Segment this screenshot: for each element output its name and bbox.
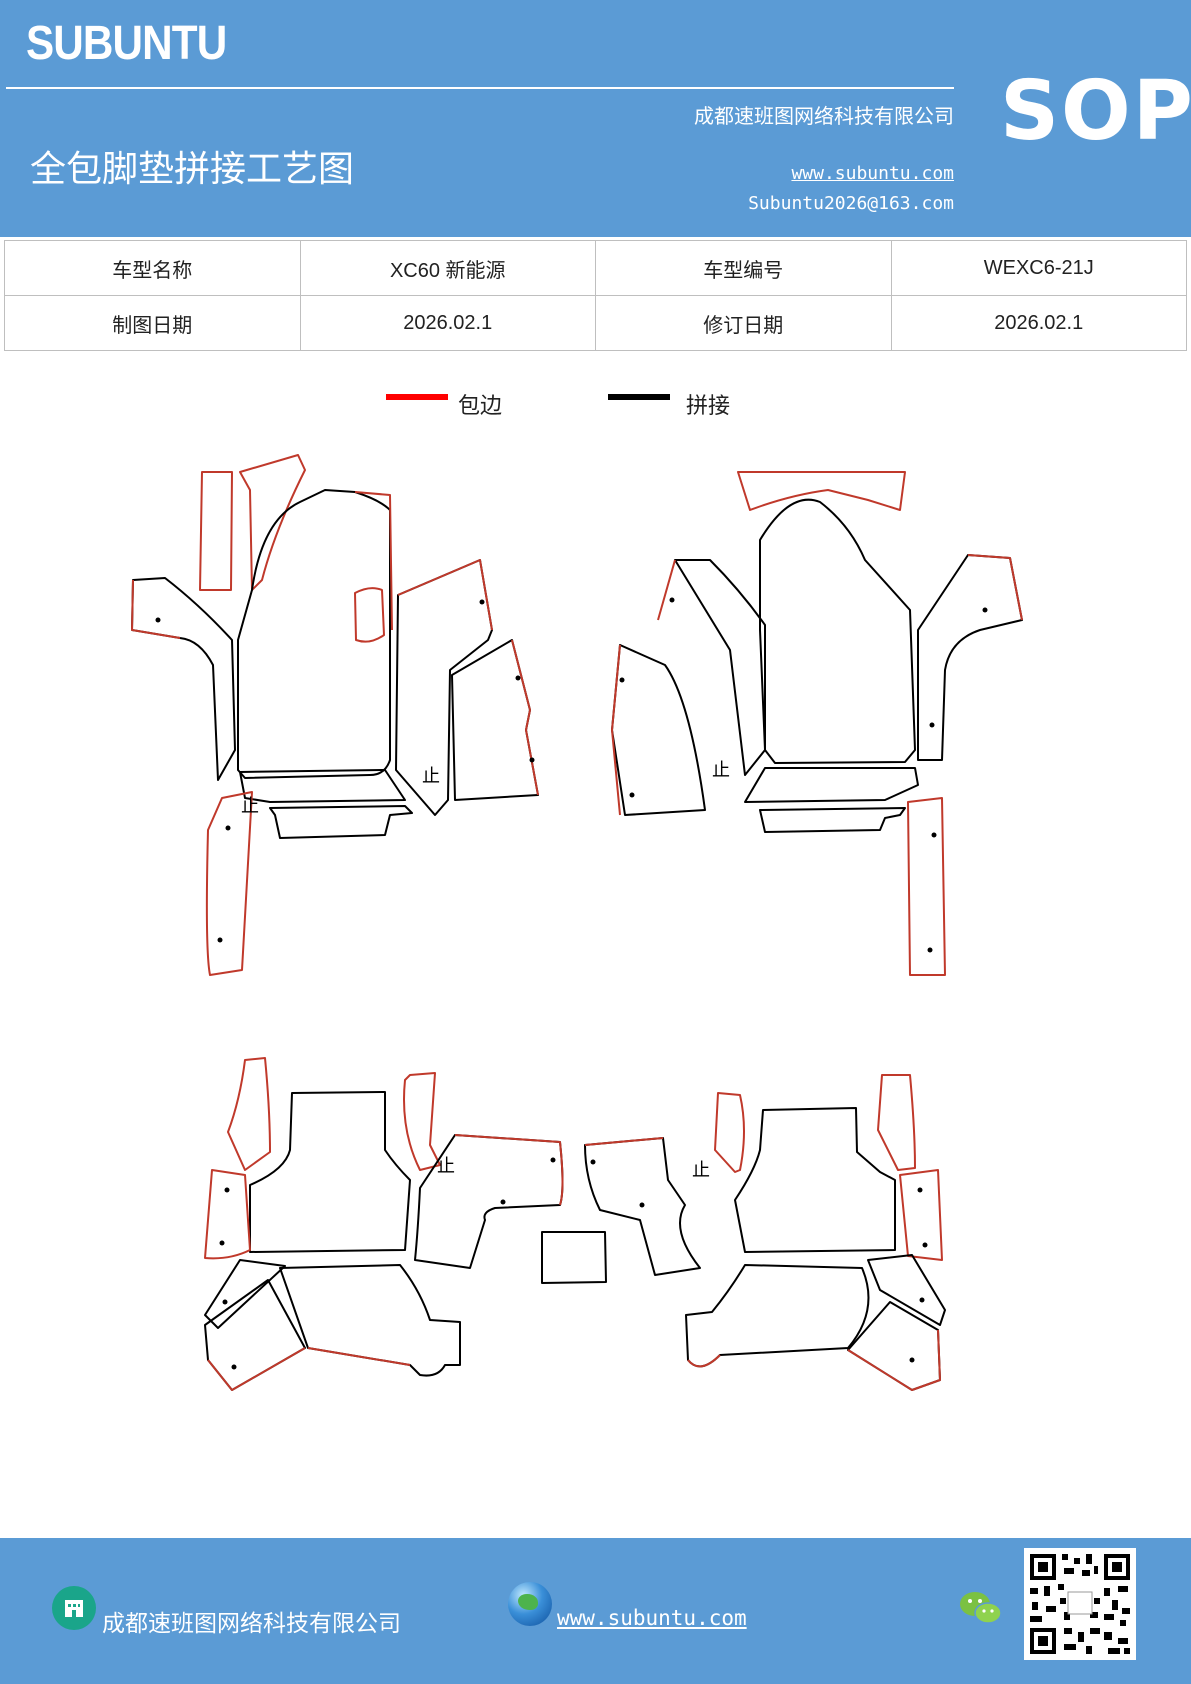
globe-icon: [508, 1582, 552, 1626]
draw-date-value: 2026.02.1: [299, 295, 596, 351]
mat-piece: [451, 639, 539, 801]
model-name-label: 车型名称: [4, 240, 301, 296]
header-email[interactable]: Subuntu2026@163.com: [748, 193, 954, 214]
revise-date-value: 2026.02.1: [890, 295, 1187, 351]
legend-seam-swatch: [608, 394, 670, 400]
mat-piece: [685, 1264, 870, 1368]
mat-piece: [279, 1264, 461, 1377]
mat-piece: [584, 1137, 701, 1276]
footer-company: 成都速班图网络科技有限公司: [102, 1611, 401, 1637]
revise-date-label: 修订日期: [595, 295, 892, 351]
mat-piece: [131, 579, 181, 639]
front-left-mat-group: 止 止: [131, 454, 539, 976]
mat-piece: [354, 587, 385, 643]
qr-code[interactable]: [1024, 1548, 1136, 1660]
model-code-value: WEXC6-21J: [890, 240, 1187, 296]
draw-date-label: 制图日期: [4, 295, 301, 351]
mat-piece: [249, 1091, 411, 1253]
seam-mark: 止: [692, 1160, 710, 1181]
page-title: 全包脚垫拼接工艺图: [30, 149, 355, 190]
table-row: 制图日期 2026.02.1 修订日期 2026.02.1: [4, 295, 1187, 351]
mat-piece: [307, 1347, 411, 1366]
mat-piece: [737, 471, 906, 511]
mat-piece: [511, 639, 539, 796]
mat-piece-center: [541, 1231, 607, 1284]
legend-seam-label: 拼接: [686, 394, 731, 419]
mat-piece: [899, 1169, 943, 1261]
seam-mark: 止: [422, 766, 440, 787]
info-table: 车型名称 XC60 新能源 车型编号 WEXC6-21J 制图日期 2026.0…: [4, 240, 1187, 351]
header-banner: SUBUNTU 成都速班图网络科技有限公司 全包脚垫拼接工艺图 www.subu…: [0, 0, 1191, 237]
header-divider: [6, 87, 954, 89]
mat-piece: [204, 1169, 251, 1260]
mat-piece: [239, 454, 306, 591]
mat-piece: [204, 1259, 286, 1329]
mat-piece: [907, 797, 946, 976]
footer-website-link[interactable]: www.subuntu.com: [557, 1606, 747, 1630]
mat-piece: [734, 1107, 896, 1253]
mat-piece: [227, 1057, 271, 1171]
mat-piece: [847, 1301, 941, 1391]
mat-piece: [967, 554, 1023, 621]
mat-piece: [714, 1092, 745, 1173]
mat-piece: [131, 577, 236, 781]
mat-piece: [687, 1354, 721, 1368]
seam-mark: 止: [712, 760, 730, 781]
mat-piece: [397, 559, 493, 631]
mat-piece: [207, 1347, 306, 1391]
legend-edge-label: 包边: [458, 394, 503, 419]
table-row: 车型名称 XC60 新能源 车型编号 WEXC6-21J: [4, 240, 1187, 296]
footer-banner: 成都速班图网络科技有限公司 www.subuntu.com: [0, 1538, 1191, 1684]
doc-type-label: SOP: [1000, 64, 1191, 159]
mat-piece: [674, 559, 766, 776]
brand-logo: SUBUNTU: [26, 17, 227, 70]
mat-piece: [205, 791, 253, 976]
front-right-mat-group: 止: [611, 471, 1023, 976]
mat-piece: [237, 489, 391, 779]
mat-piece: [354, 491, 393, 631]
rear-right-mat-group: 止: [584, 1074, 946, 1391]
model-name-value: XC60 新能源: [299, 240, 596, 296]
header-company: 成都速班图网络科技有限公司: [694, 104, 954, 128]
mat-piece: [759, 498, 916, 764]
mat-piece: [917, 554, 1023, 761]
mat-piece: [611, 644, 706, 816]
mat-piece: [584, 1137, 664, 1146]
mat-piece: [395, 559, 493, 816]
wechat-icon[interactable]: [958, 1588, 1004, 1628]
mat-piece: [454, 1134, 564, 1206]
model-code-label: 车型编号: [595, 240, 892, 296]
mat-piece: [239, 769, 406, 803]
mat-piece: [847, 1329, 941, 1391]
legend-edge-swatch: [386, 394, 448, 400]
mat-piece: [269, 805, 413, 839]
mat-piece: [867, 1254, 946, 1326]
seam-mark: 止: [437, 1156, 455, 1177]
rear-left-mat-group: 止: [204, 1057, 564, 1391]
mat-piece: [199, 471, 233, 591]
mat-piece: [759, 807, 906, 833]
seam-mark: 止: [241, 796, 259, 817]
mat-piece: [611, 644, 621, 816]
legend: 包边 拼接: [0, 388, 1191, 428]
mat-piece: [744, 767, 919, 803]
header-website-link[interactable]: www.subuntu.com: [791, 163, 954, 184]
building-icon: [52, 1586, 96, 1630]
mat-piece: [657, 559, 676, 621]
mat-pattern-drawing: 止 止 止: [131, 454, 1023, 1391]
mat-piece: [414, 1134, 564, 1269]
mat-piece: [403, 1072, 441, 1171]
mat-piece: [877, 1074, 916, 1171]
